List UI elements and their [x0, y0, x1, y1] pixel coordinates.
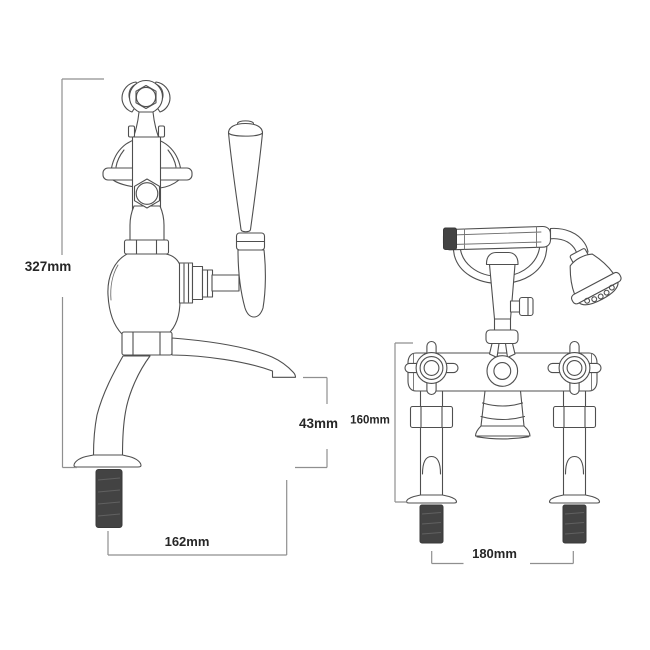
- spray-hole: [608, 284, 615, 291]
- leg-thread-lines: [421, 512, 442, 535]
- head-bell: [569, 253, 614, 295]
- mixer-spout-band-2: [480, 415, 526, 421]
- spray-hole: [597, 293, 604, 300]
- handset: [442, 225, 622, 306]
- shower-head: [569, 248, 622, 306]
- bath-shower-mixer-front-view: [404, 225, 622, 544]
- leg-union-dome: [564, 455, 585, 475]
- spray-hole: [603, 289, 610, 296]
- body-contour: [110, 264, 119, 301]
- lever-grip-top: [236, 120, 255, 125]
- dim-label-projection: 162mm: [165, 534, 210, 549]
- dimension-spout-height: 43mm: [295, 376, 338, 469]
- dimension-line: [61, 78, 104, 469]
- mixer-spout: [480, 390, 525, 427]
- spray-hole: [584, 297, 591, 304]
- dimension-mixer-height: 160mm: [350, 342, 413, 503]
- cross-hub-indice: [566, 360, 583, 376]
- cross-handle-left: [404, 340, 459, 396]
- cross-hub-ring: [419, 356, 444, 380]
- leg-union-dome: [421, 455, 442, 475]
- pivot-hub-centre: [493, 362, 512, 380]
- spray-hole: [591, 296, 598, 303]
- dimension-line: [295, 376, 328, 469]
- valve-gland: [191, 265, 204, 301]
- leg-flange: [548, 494, 601, 504]
- holder-collar: [485, 251, 519, 266]
- spout: [171, 337, 297, 378]
- skirt-fold-right: [167, 149, 177, 168]
- leg-flange: [405, 494, 458, 504]
- handset-cap: [443, 227, 457, 250]
- diverter-knob: [518, 296, 534, 317]
- handset-grip-lines: [451, 226, 542, 250]
- dim-label-tap-centres: 180mm: [472, 546, 517, 561]
- stem-tab-left: [127, 125, 136, 138]
- leg-tube: [419, 426, 444, 497]
- base-flange: [73, 454, 142, 468]
- leg-nut: [409, 405, 454, 429]
- leg-nut-facets: [420, 405, 443, 429]
- lever-grip: [227, 122, 264, 233]
- cross-hub-indice: [423, 360, 440, 376]
- mixer-spout-band-1: [481, 402, 524, 407]
- dimension-line: [394, 342, 413, 503]
- dimension-overall-height-left: 327mm: [25, 78, 104, 469]
- column-nut-hex: [133, 178, 161, 209]
- bonnet-nut-facet: [135, 239, 158, 255]
- leg-nut-facets: [563, 405, 586, 429]
- leg-tube: [562, 426, 587, 497]
- dimension-line: [107, 480, 288, 556]
- dim-label-spout-height: 43mm: [299, 416, 338, 431]
- valve-spindle: [211, 274, 240, 292]
- dimension-projection: 162mm: [107, 480, 288, 556]
- skirt-fold-left: [115, 149, 125, 168]
- body-nut-facets: [132, 331, 161, 356]
- lever-grip-cap: [228, 132, 263, 137]
- column-nut-face: [135, 182, 159, 205]
- boss-screw: [135, 86, 157, 108]
- mixer-spout-skirt: [474, 425, 531, 437]
- valve-union: [178, 262, 194, 304]
- bonnet-nut: [123, 239, 170, 255]
- tap-body: [107, 253, 181, 335]
- valve-union-ribs: [183, 263, 190, 303]
- leg-right: [548, 386, 601, 544]
- threaded-tail: [95, 469, 123, 528]
- pivot-hub: [486, 355, 519, 387]
- cross-hub-ring: [562, 356, 587, 380]
- lever-neck: [237, 249, 266, 318]
- dim-label-overall-height: 327mm: [25, 259, 72, 274]
- column-flare: [129, 205, 165, 241]
- thread-lines: [97, 477, 121, 517]
- dimension-line: [431, 551, 574, 565]
- bath-filler-side-view: [73, 79, 297, 528]
- boss-hex: [135, 84, 157, 110]
- body-nut: [121, 331, 173, 356]
- mixer-spout-rim: [476, 436, 530, 440]
- leg-thread-lines: [564, 512, 585, 535]
- handset-grip: [442, 225, 552, 251]
- fork-prong-right: [504, 342, 516, 359]
- stem-tab-right: [157, 125, 166, 138]
- dimension-tap-centres: 180mm: [431, 546, 574, 565]
- fork-mount: [485, 329, 519, 345]
- dimension-annotations: 327mm 43mm 162mm 160mm 180mm: [25, 78, 574, 565]
- leg-left: [405, 386, 458, 544]
- cross-handle-right: [547, 340, 602, 396]
- downpipe: [92, 355, 151, 456]
- leg-nut: [552, 405, 597, 429]
- dim-label-mixer-height: 160mm: [350, 415, 390, 427]
- handle-stem: [132, 111, 160, 138]
